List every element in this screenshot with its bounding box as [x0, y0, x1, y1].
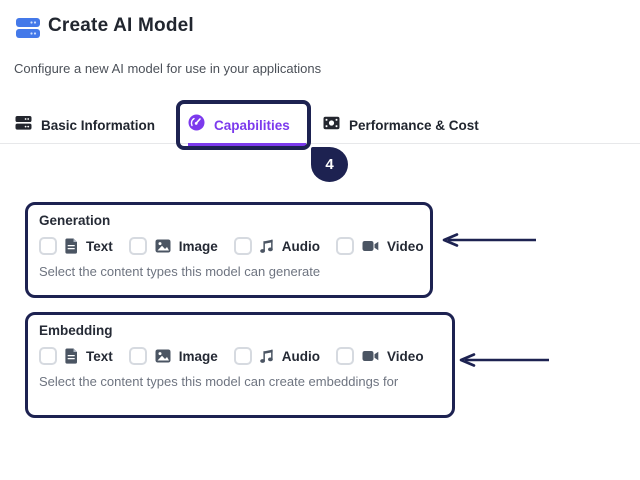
generation-video-checkbox[interactable]	[336, 237, 355, 255]
embedding-text-checkbox[interactable]	[39, 347, 57, 365]
generation-options-row: Text Image	[39, 237, 424, 255]
embedding-capabilities-group: Embedding Text	[25, 312, 455, 418]
option-label[interactable]: Audio	[281, 348, 321, 364]
option-label[interactable]: Text	[86, 238, 113, 254]
annotation-arrow-embedding	[459, 353, 549, 367]
option-label[interactable]: Audio	[281, 238, 321, 254]
video-camera-icon	[362, 350, 379, 362]
group-label: Embedding	[39, 323, 113, 338]
option-label[interactable]: Text	[86, 348, 113, 364]
image-icon	[155, 349, 171, 363]
generation-option-text: Text	[39, 237, 113, 255]
generation-option-video: Video	[336, 237, 424, 255]
step-badge: 4	[311, 147, 348, 182]
document-icon	[65, 348, 78, 364]
embedding-audio-checkbox[interactable]	[233, 347, 252, 365]
option-label[interactable]: Video	[387, 238, 424, 254]
document-icon	[65, 238, 78, 254]
group-helper-text: Select the content types this model can …	[39, 264, 321, 279]
group-helper-text: Select the content types this model can …	[39, 374, 399, 389]
server-stack-icon	[15, 16, 41, 40]
tabbar-divider	[0, 143, 640, 144]
tab-label: Performance & Cost	[349, 117, 479, 133]
banknote-icon	[323, 116, 340, 135]
image-icon	[155, 239, 171, 253]
embedding-option-text: Text	[39, 347, 113, 365]
page-subtitle: Configure a new AI model for use in your…	[14, 61, 322, 76]
generation-audio-checkbox[interactable]	[233, 237, 252, 255]
option-label[interactable]: Image	[178, 238, 218, 254]
gauge-icon	[188, 114, 205, 136]
active-tab-underline	[188, 143, 306, 146]
generation-capabilities-group: Generation Text	[25, 202, 433, 298]
embedding-options-row: Text Image	[39, 347, 441, 365]
generation-image-checkbox[interactable]	[128, 237, 147, 255]
generation-option-audio: Audio	[233, 237, 321, 255]
annotation-arrow-generation	[442, 233, 536, 247]
page-title: Create AI Model	[48, 15, 194, 36]
step-badge-number: 4	[325, 156, 334, 173]
embedding-option-audio: Audio	[233, 347, 321, 365]
tab-label: Capabilities	[214, 117, 290, 133]
music-note-icon	[259, 349, 274, 364]
embedding-video-checkbox[interactable]	[336, 347, 355, 365]
option-label[interactable]: Video	[387, 348, 424, 364]
embedding-option-video: Video	[336, 347, 424, 365]
generation-text-checkbox[interactable]	[39, 237, 57, 255]
music-note-icon	[259, 239, 274, 254]
generation-option-image: Image	[128, 237, 218, 255]
video-camera-icon	[362, 240, 379, 252]
group-label: Generation	[39, 213, 111, 228]
tab-performance-cost[interactable]: Performance & Cost	[323, 112, 479, 138]
tab-label: Basic Information	[41, 117, 156, 133]
server-stack-icon	[15, 115, 32, 136]
embedding-option-image: Image	[128, 347, 218, 365]
embedding-image-checkbox[interactable]	[128, 347, 147, 365]
tab-capabilities[interactable]: Capabilities	[188, 112, 290, 138]
tab-basic-information[interactable]: Basic Information	[15, 112, 155, 138]
option-label[interactable]: Image	[178, 348, 218, 364]
